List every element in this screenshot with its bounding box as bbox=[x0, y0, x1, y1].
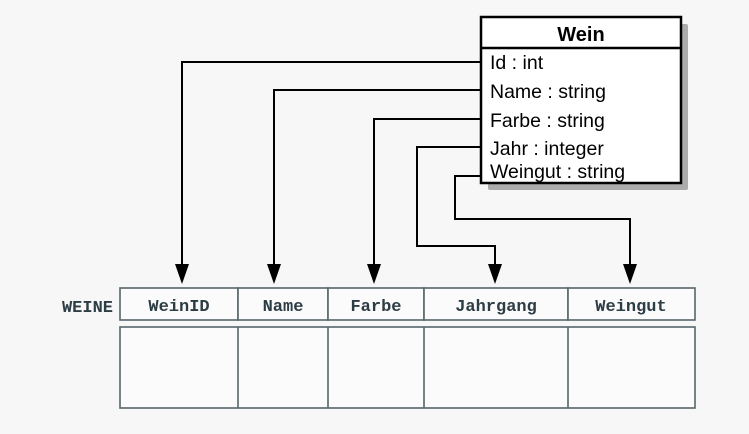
uml-class-box-wein[interactable]: Wein Id : int Name : string Farbe : stri… bbox=[479, 15, 688, 190]
uml-class-title: Wein bbox=[557, 24, 604, 46]
table-header-cell-jahrgang-box[interactable] bbox=[423, 287, 569, 321]
table-row[interactable] bbox=[119, 326, 696, 409]
arrowhead-icon-weingut bbox=[623, 264, 637, 284]
table-header-cell-farbe-box[interactable] bbox=[327, 287, 425, 321]
table-name-label: WEINE bbox=[62, 299, 113, 318]
table-header-cell-weingut-box[interactable] bbox=[567, 287, 696, 321]
uml-attribute-id: Id : int bbox=[490, 52, 544, 74]
arrowhead-icon-name bbox=[267, 264, 281, 284]
table-header-cell-name-box[interactable] bbox=[237, 287, 329, 321]
arrowhead-icon-jahrgang bbox=[488, 264, 502, 284]
uml-attribute-weingut: Weingut : string bbox=[490, 161, 625, 183]
mapping-connector-farbe-farbe bbox=[367, 118, 481, 284]
mapping-connector-weingut-weingut bbox=[454, 175, 637, 284]
table-header-row: WeinID Name Farbe Jahrgang Weingut bbox=[119, 287, 696, 321]
table-header-cell-farbe: Farbe bbox=[350, 298, 401, 317]
mapping-connector-name-name bbox=[267, 89, 481, 284]
connector-path-jahr bbox=[416, 146, 496, 264]
connector-path-weingut bbox=[454, 175, 631, 264]
connector-path-id bbox=[181, 61, 481, 264]
uml-attribute-name: Name : string bbox=[490, 81, 606, 103]
arrowhead-icon-weinid bbox=[175, 264, 189, 284]
arrowhead-icon-farbe bbox=[367, 264, 381, 284]
connector-path-name bbox=[273, 89, 481, 264]
mapping-connector-id-weinid bbox=[175, 61, 481, 284]
table-header-cell-weinid: WeinID bbox=[148, 298, 209, 317]
table-header-cell-weingut: Weingut bbox=[595, 298, 666, 317]
table-header-cell-name: Name bbox=[263, 298, 304, 317]
table-header-cell-jahrgang: Jahrgang bbox=[455, 298, 537, 317]
table-header-cell-weinid-box[interactable] bbox=[119, 287, 239, 321]
relational-table-weine: WEINE WeinID Name Farbe Jahrgang Weingut bbox=[62, 287, 696, 409]
uml-attribute-farbe: Farbe : string bbox=[490, 110, 605, 132]
uml-class-box-frame bbox=[479, 15, 683, 185]
mapping-connector-jahr-jahrgang bbox=[416, 146, 502, 284]
table-body-row-outline bbox=[119, 326, 696, 409]
connector-path-farbe bbox=[373, 118, 481, 264]
uml-attribute-jahr: Jahr : integer bbox=[490, 138, 604, 160]
